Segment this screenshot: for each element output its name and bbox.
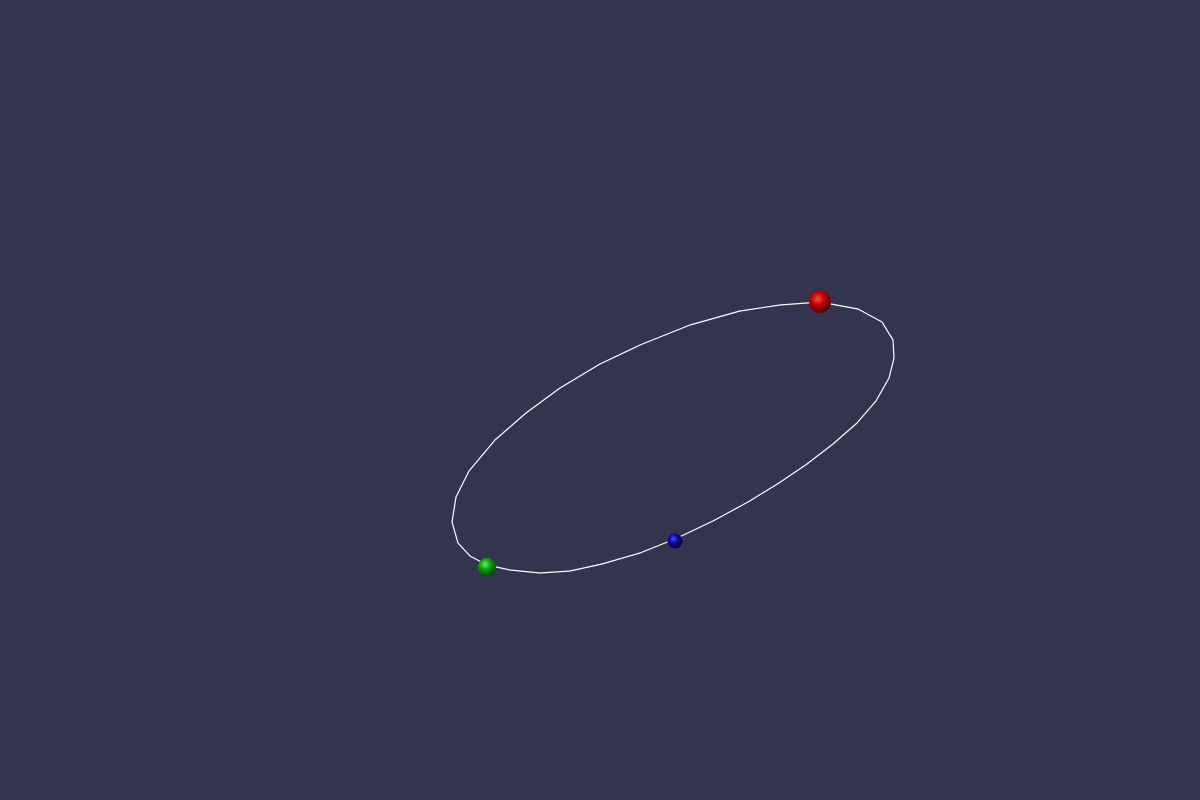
green-sphere[interactable]	[478, 558, 496, 576]
blue-sphere[interactable]	[667, 533, 683, 549]
red-sphere[interactable]	[809, 291, 831, 313]
orbit-path	[451, 301, 895, 574]
